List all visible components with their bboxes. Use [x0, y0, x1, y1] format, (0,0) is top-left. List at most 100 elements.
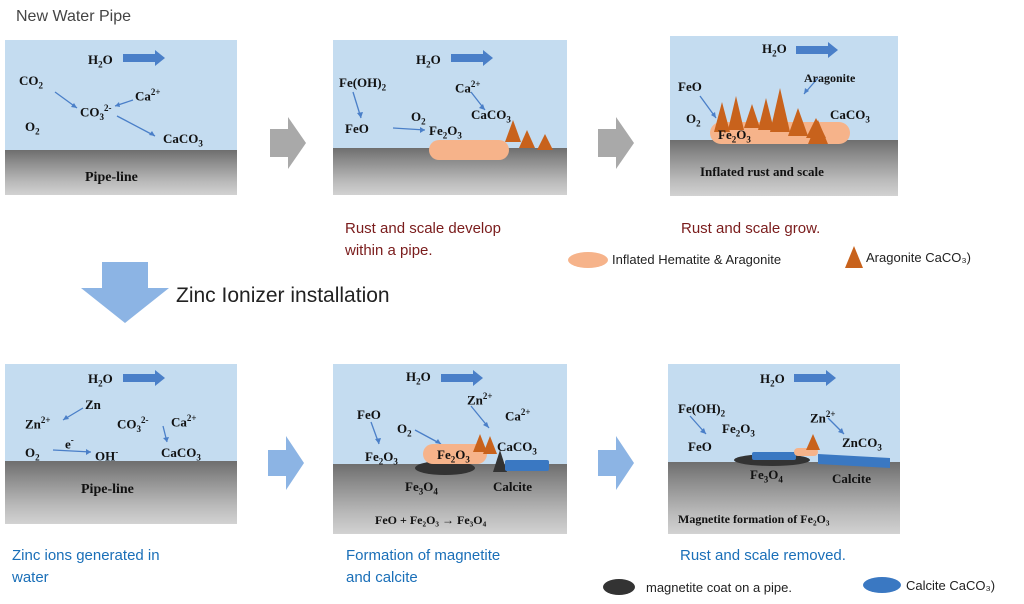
- water-region: [668, 364, 900, 462]
- fe3o4-label: Fe3O4: [405, 479, 438, 497]
- panel-magnetite-formation: H2O Zn2+ FeO Ca2+ O2 CaCO3 Fe2O3 Fe2O3 F…: [333, 364, 567, 534]
- aragonite-crystal: [493, 450, 507, 472]
- panel-zinc-ions: H2O Zn Zn2+ CO32- Ca2+ e- O2 OH- CaCO3 P…: [5, 364, 237, 524]
- aragonite-crystal: [788, 108, 808, 136]
- o2-label: O2: [411, 109, 426, 127]
- fe2o3-left-label: Fe2O3: [365, 449, 398, 467]
- water-region: [333, 40, 567, 148]
- ca-ion-label: Ca2+: [455, 79, 481, 96]
- caco3-label: CaCO3: [161, 445, 201, 463]
- zn-ion-label: Zn2+: [25, 415, 51, 432]
- h2o-label: H2O: [88, 52, 113, 70]
- reaction-equation: FeO + Fe₂O₃ → Fe₃O₄: [375, 513, 487, 527]
- o2-label: O2: [25, 445, 40, 463]
- reaction-arrows: [54, 50, 165, 137]
- pipe-wall: [668, 462, 900, 534]
- blue-arrow-icon: [598, 436, 634, 490]
- hematite-legend-label: Inflated Hematite & Aragonite: [612, 252, 782, 267]
- aragonite-crystal: [519, 130, 535, 148]
- panel-rust-removed: H2O Fe(OH)2 Zn2+ Fe2O3 FeO ZnCO3 Fe3O4 C…: [668, 364, 900, 534]
- grey-arrow-icon: [598, 117, 634, 169]
- oh-ion-label: OH-: [95, 447, 119, 464]
- hematite-deposit: [423, 444, 487, 464]
- calcite-deposit: [752, 452, 796, 460]
- h2o-label: H2O: [406, 369, 431, 387]
- magnetite-legend-label: magnetite coat on a pipe.: [646, 580, 792, 595]
- fe2o3-label: Fe2O3: [722, 421, 755, 439]
- magnetite-coat: [415, 461, 475, 475]
- h2o-label: H2O: [760, 371, 785, 389]
- co3-ion-label: CO32-: [117, 415, 149, 434]
- aragonite-crystal: [537, 134, 553, 150]
- aragonite-crystal: [505, 120, 521, 142]
- page-title: New Water Pipe: [16, 8, 131, 25]
- aragonite-crystal: [806, 434, 820, 450]
- aragonite-crystal: [473, 434, 487, 452]
- o2-label: O2: [25, 119, 40, 137]
- panel-new-pipe: H2O CO2 Ca2+ CO32- O2 CaCO3 Pipe-line: [5, 40, 237, 195]
- feo-label: FeO: [688, 439, 712, 454]
- pipe-label: Magnetite formation of Fe₂O₃: [678, 512, 830, 526]
- pipe-wall: [333, 464, 567, 534]
- zn-label: Zn: [85, 397, 101, 412]
- aragonite-crystal: [770, 88, 790, 132]
- caption-magnetite: Formation of magnetite and calcite: [346, 547, 501, 586]
- zn-ion-label: Zn2+: [810, 409, 836, 426]
- calcite-label: Calcite: [832, 471, 871, 486]
- aragonite-legend-label: Aragonite CaCO₃): [866, 250, 972, 265]
- ca-ion-label: Ca2+: [135, 87, 161, 104]
- co3-ion-label: CO32-: [80, 103, 112, 122]
- caption-zinc-ions: Zinc ions generated in water: [12, 547, 160, 586]
- o2-label: O2: [397, 421, 412, 439]
- pipe-label: Inflated rust and scale: [700, 164, 824, 179]
- electron-label: e-: [65, 435, 74, 452]
- calcite-deposit: [818, 454, 890, 468]
- flow-arrow-icon: [123, 50, 165, 66]
- magnetite-legend-swatch: [603, 579, 635, 595]
- feoh2-label: Fe(OH)2: [678, 401, 726, 419]
- aragonite-crystal: [744, 104, 760, 128]
- zinc-ionizer-label: Zinc Ionizer installation: [176, 284, 390, 307]
- zn-ion-label: Zn2+: [467, 391, 493, 408]
- znco3-label: ZnCO3: [842, 435, 882, 453]
- reaction-arrows: [352, 50, 553, 160]
- h2o-label: H2O: [762, 41, 787, 59]
- aragonite-crystal: [728, 96, 744, 130]
- caco3-label: CaCO3: [163, 131, 203, 149]
- fe2o3-label: Fe2O3: [718, 127, 751, 145]
- calcite-legend-label: Calcite CaCO₃): [906, 578, 996, 593]
- flow-arrow-icon: [123, 370, 165, 386]
- caption-rust-develop: Rust and scale develop within a pipe.: [345, 220, 501, 259]
- blue-arrow-icon: [268, 436, 304, 490]
- pipe-wall: [670, 140, 898, 196]
- pipe-line-label: Pipe-line: [81, 482, 134, 497]
- fe2o3-mid-label: Fe2O3: [437, 447, 470, 465]
- flow-arrow-icon: [796, 42, 838, 58]
- water-region: [5, 40, 237, 150]
- flow-arrow-icon: [794, 370, 836, 386]
- panel-rust-grow: H2O Aragonite FeO CaCO3 O2 Fe2O3 Inflate…: [670, 36, 898, 196]
- aragonite-crystal: [483, 436, 497, 454]
- feoh2-label: Fe(OH)2: [339, 75, 387, 93]
- reaction-arrows: [689, 370, 890, 468]
- o2-label: O2: [686, 111, 701, 129]
- caco3-label: CaCO3: [471, 107, 511, 125]
- pipe-wall: [5, 150, 237, 195]
- calcite-legend-swatch: [863, 577, 901, 593]
- reaction-arrows: [699, 42, 850, 144]
- caco3-label: CaCO3: [497, 439, 537, 457]
- grey-arrow-icon: [270, 117, 306, 169]
- calcite-deposit: [505, 460, 549, 471]
- aragonite-crystal: [808, 120, 828, 144]
- feo-label: FeO: [357, 407, 381, 422]
- hematite-deposit: [429, 140, 509, 160]
- pipe-line-label: Pipe-line: [85, 170, 138, 185]
- calcite-label: Calcite: [493, 479, 532, 494]
- flow-arrow-icon: [441, 370, 483, 386]
- co2-label: CO2: [19, 73, 43, 91]
- aragonite-legend-icon: [845, 246, 863, 268]
- down-arrow-icon: [81, 262, 169, 323]
- fe2o3-label: Fe2O3: [429, 123, 462, 141]
- ca-ion-label: Ca2+: [171, 413, 197, 430]
- water-region: [5, 364, 237, 461]
